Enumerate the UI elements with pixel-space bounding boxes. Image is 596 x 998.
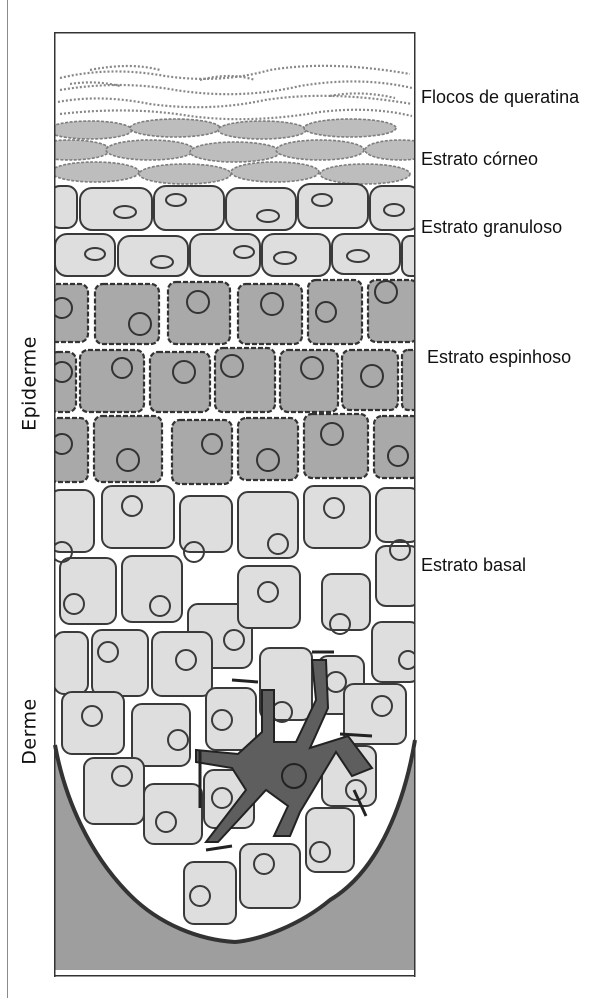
tissue-border-bottom	[54, 975, 415, 977]
tissue-border-top	[55, 32, 415, 34]
label-dermis: Derme	[21, 695, 40, 769]
label-epidermis: Epiderme	[21, 332, 40, 436]
label-stratum-corneum: Estrato córneo	[421, 150, 538, 168]
label-stratum-basal: Estrato basal	[421, 556, 526, 574]
tissue-border-right	[414, 32, 416, 977]
label-stratum-spinosum: Estrato espinhoso	[427, 348, 571, 366]
label-keratin-flakes: Flocos de queratina	[421, 88, 579, 106]
tissue-border-left	[54, 32, 56, 977]
stratum-corneum-cells	[30, 119, 435, 184]
label-stratum-granulosum: Estrato granuloso	[421, 218, 562, 236]
